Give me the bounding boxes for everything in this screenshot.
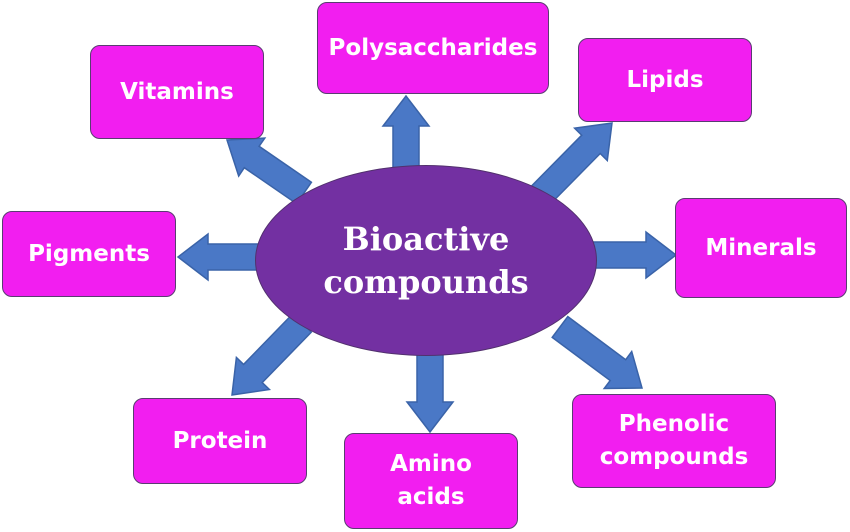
center-line2: compounds xyxy=(323,262,529,301)
arrow-to-amino-acids xyxy=(405,351,455,434)
node-amino-acids-line1: Amino xyxy=(390,451,472,478)
arrow-to-lipids xyxy=(529,122,613,207)
node-polysaccharides: Polysaccharides xyxy=(317,2,549,94)
node-minerals-label: Minerals xyxy=(705,234,817,261)
arrow-to-pigments xyxy=(176,232,261,282)
node-protein: Protein xyxy=(133,398,307,484)
node-protein-label: Protein xyxy=(172,427,268,454)
center-line1: Bioactive xyxy=(342,219,510,258)
node-pigments: Pigments xyxy=(2,211,176,297)
node-phenolic-compounds-line1: Phenolic xyxy=(618,411,730,438)
node-minerals: Minerals xyxy=(675,198,847,298)
node-amino-acids-line2: acids xyxy=(397,484,465,510)
node-lipids-label: Lipids xyxy=(626,66,704,93)
node-amino-acids: Amino acids xyxy=(344,433,518,529)
node-vitamins: Vitamins xyxy=(90,45,264,139)
node-phenolic-compounds-line2: compounds xyxy=(599,444,749,470)
arrow-to-protein xyxy=(231,312,313,396)
arrow-to-polysaccharides xyxy=(381,94,431,171)
node-pigments-label: Pigments xyxy=(28,240,150,267)
node-vitamins-label: Vitamins xyxy=(120,78,234,105)
center-bioactive-compounds: Bioactive compounds xyxy=(255,165,597,356)
node-polysaccharides-label: Polysaccharides xyxy=(328,34,538,61)
arrow-to-vitamins xyxy=(225,137,313,205)
arrow-to-minerals xyxy=(591,230,678,280)
node-phenolic-compounds: Phenolic compounds xyxy=(572,394,776,488)
node-lipids: Lipids xyxy=(578,38,752,122)
arrow-to-phenolic xyxy=(551,315,643,390)
